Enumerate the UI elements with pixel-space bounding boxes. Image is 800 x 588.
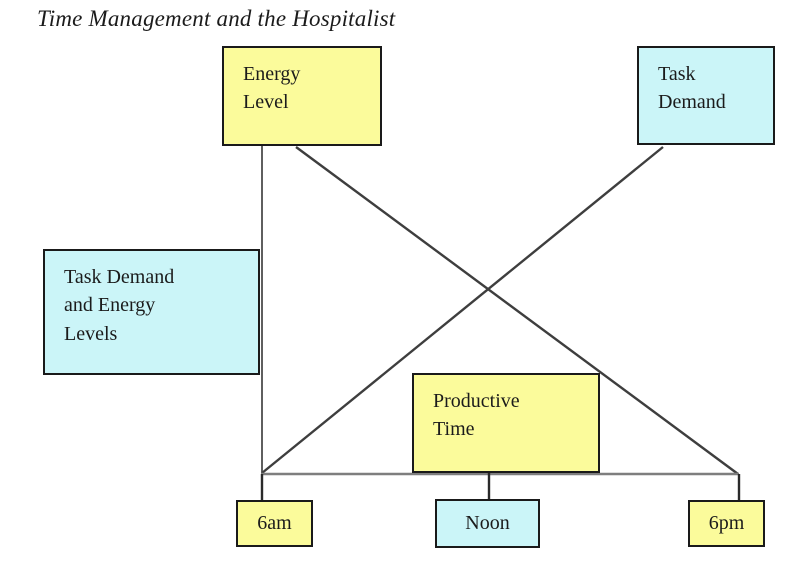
- task-demand-box: Task Demand: [637, 46, 775, 145]
- productive-time-label: Productive Time: [433, 390, 520, 441]
- task-demand-and-energy-levels-label: Task Demand and Energy Levels: [64, 266, 175, 345]
- energy-level-box: Energy Level: [222, 46, 382, 146]
- diagram-title: Time Management and the Hospitalist: [37, 6, 396, 31]
- time-6pm-box: 6pm: [688, 500, 765, 547]
- time-noon-label: Noon: [465, 512, 510, 535]
- time-6am-label: 6am: [257, 512, 292, 535]
- task-demand-line: [261, 146, 664, 474]
- time-noon-box: Noon: [435, 499, 540, 548]
- time-6pm-label: 6pm: [708, 512, 745, 535]
- energy-level-label: Energy Level: [243, 63, 301, 114]
- task-demand-label: Task Demand: [658, 63, 726, 114]
- task-demand-and-energy-levels-box: Task Demand and Energy Levels: [43, 249, 260, 375]
- energy-level-decline-line: [295, 146, 739, 475]
- time-6am-box: 6am: [236, 500, 313, 547]
- productive-time-box: Productive Time: [412, 373, 600, 473]
